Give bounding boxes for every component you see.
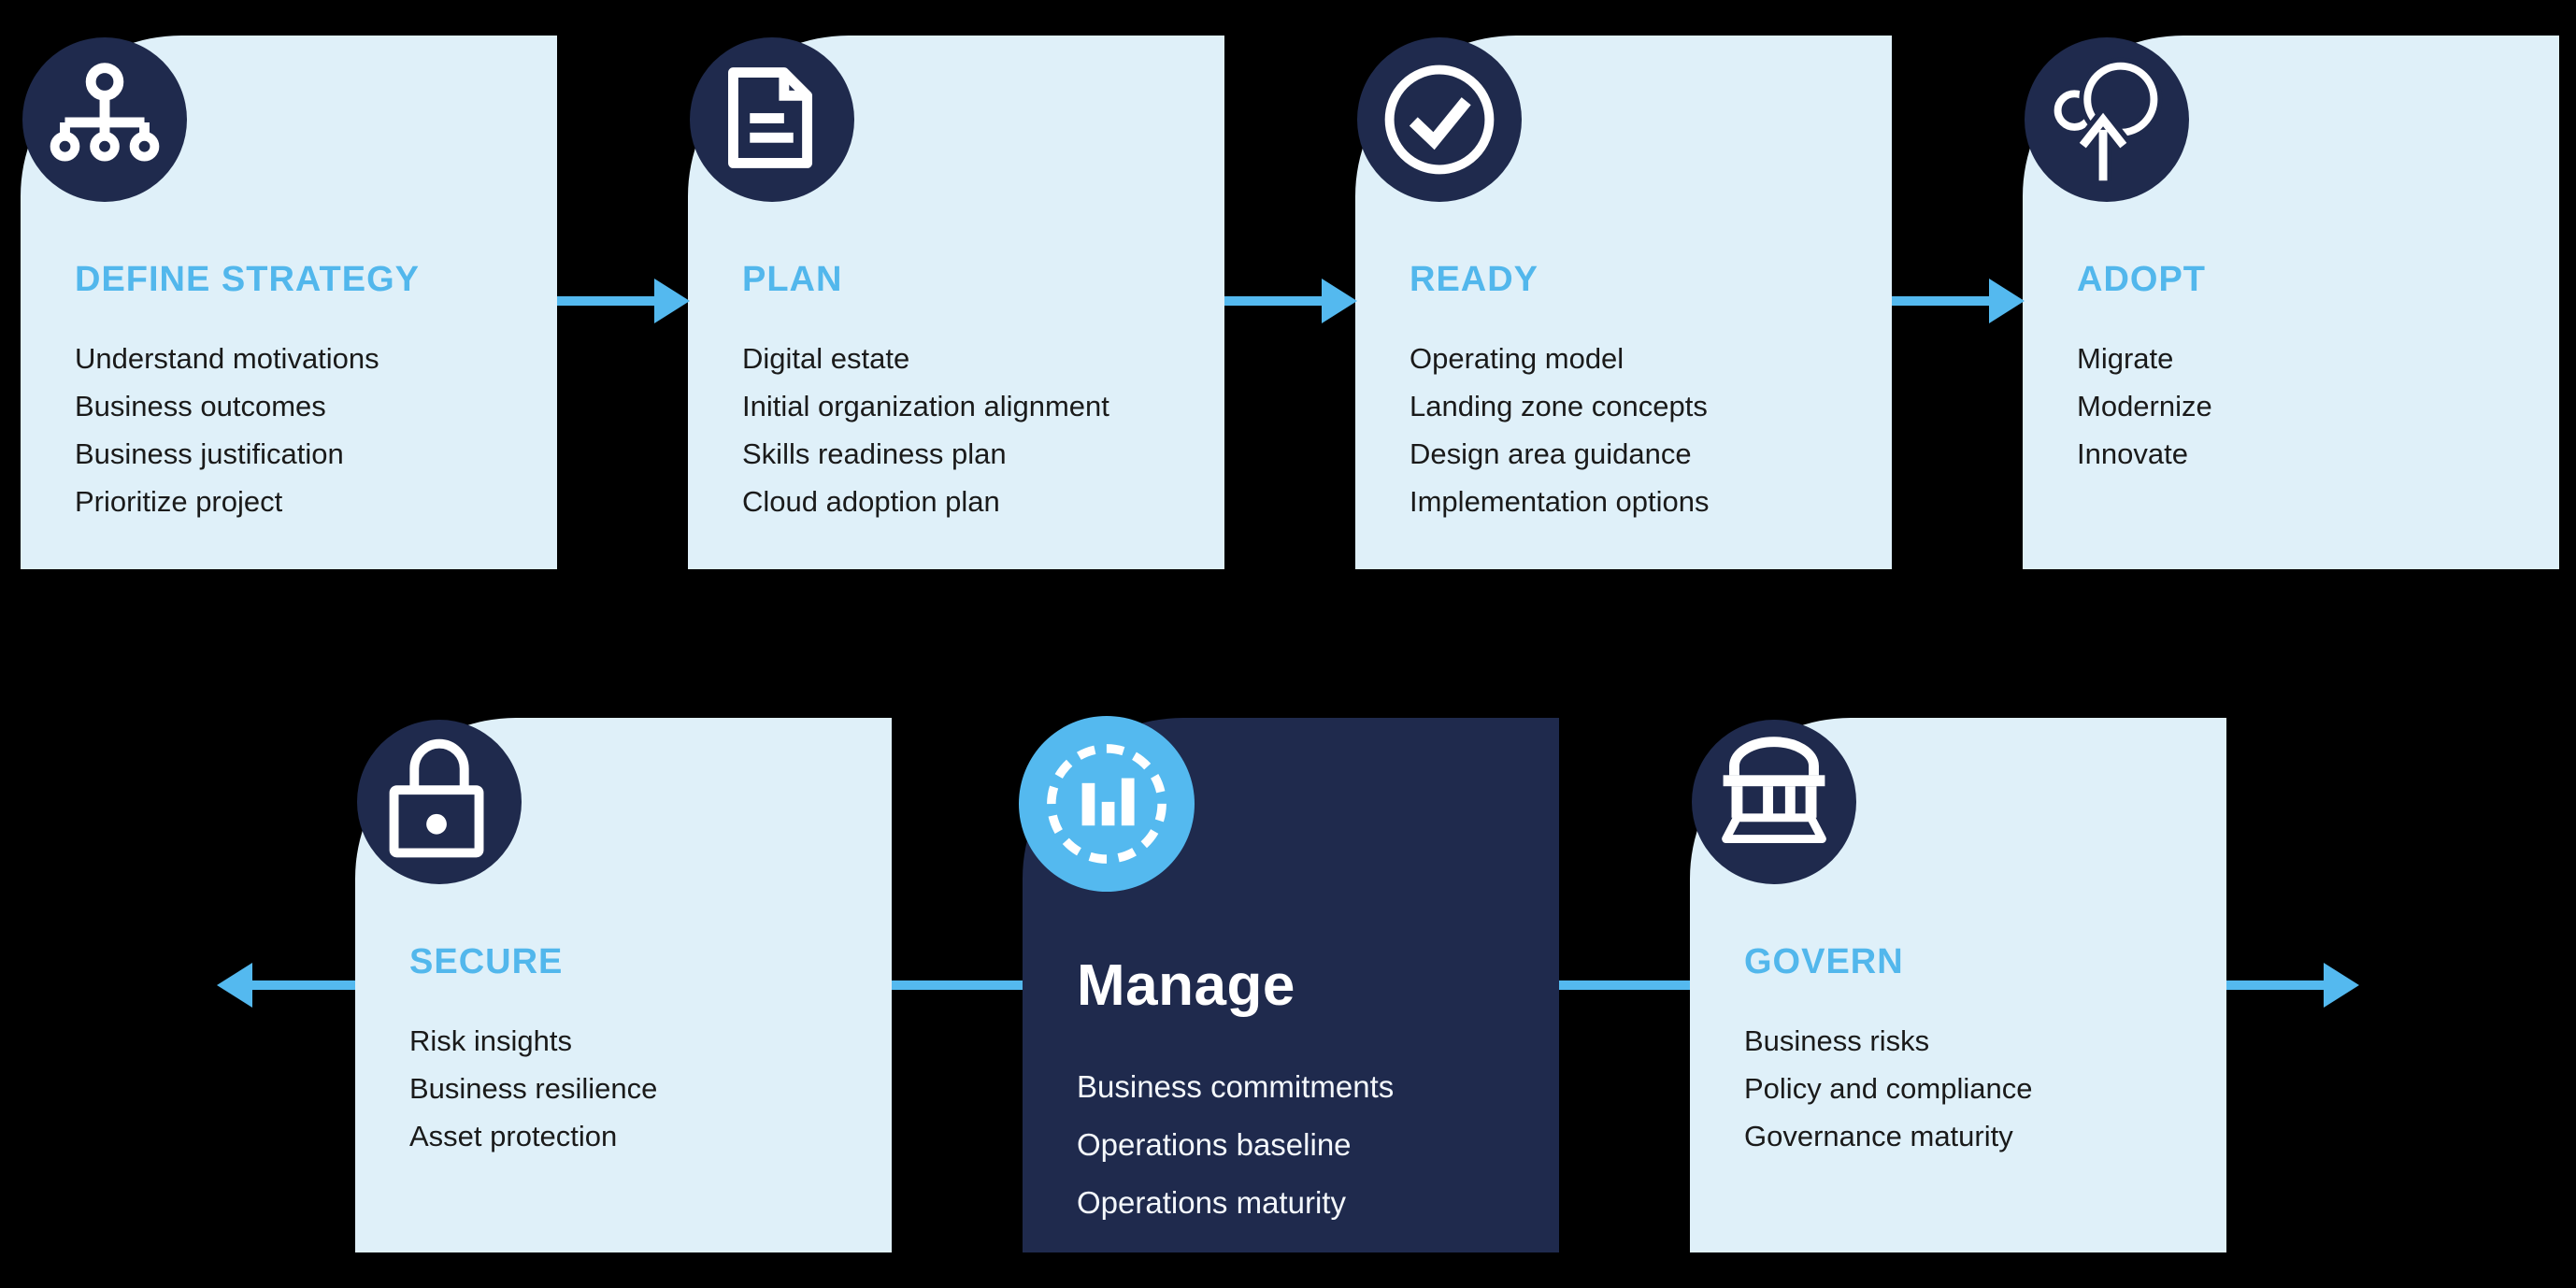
stage-item: Understand motivations [75,342,379,375]
stage-item-list: Digital estate Initial organization alig… [742,335,1109,525]
stage-item: Asset protection [409,1120,618,1152]
arrow-shaft [557,296,654,306]
stage-card-adopt: ADOPT Migrate Modernize Innovate [2023,36,2559,569]
stage-item: Initial organization alignment [742,390,1109,422]
stage-item-list: Business risks Policy and compliance Gov… [1744,1017,2032,1160]
stage-item: Business outcomes [75,390,326,422]
arrow-shaft [1892,296,1989,306]
stage-item-list: Understand motivations Business outcomes… [75,335,379,525]
flow-arrow-ready-to-adopt [1892,279,2025,323]
bank-icon [1692,720,1856,884]
stage-item: Operations maturity [1077,1185,1346,1220]
cloud-upload-icon [2025,37,2189,202]
stage-item: Design area guidance [1410,437,1692,470]
stage-title: GOVERN [1744,942,1904,981]
stage-title: PLAN [742,260,843,299]
stage-item: Policy and compliance [1744,1072,2033,1105]
flow-arrow-secure-out-left [217,963,355,1008]
stage-card-plan: PLAN Digital estate Initial organization… [688,36,1224,569]
stage-item: Landing zone concepts [1410,390,1708,422]
arrow-shaft [1224,296,1322,306]
stage-item-list: Operating model Landing zone concepts De… [1410,335,1710,525]
arrow-shaft [252,980,355,990]
stage-item: Governance maturity [1744,1120,2013,1152]
stage-card-govern: GOVERN Business risks Policy and complia… [1690,718,2226,1252]
stage-item: Prioritize project [75,485,283,518]
flow-connector-secure-manage [892,980,1023,990]
arrow-head-icon [2324,963,2359,1008]
stage-item: Business risks [1744,1024,1930,1057]
stage-item: Modernize [2077,390,2212,422]
flow-connector-manage-govern [1559,980,1690,990]
stage-title: Manage [1077,953,1295,1018]
stage-item: Business commitments [1077,1069,1395,1104]
stage-item: Cloud adoption plan [742,485,1000,518]
stage-title: READY [1410,260,1539,299]
arrow-shaft [2226,980,2324,990]
stage-item: Skills readiness plan [742,437,1007,470]
stage-item: Migrate [2077,342,2174,375]
stage-item: Innovate [2077,437,2188,470]
flow-arrow-define-to-plan [557,279,690,323]
stage-card-define-strategy: DEFINE STRATEGY Understand motivations B… [21,36,557,569]
stage-item: Business resilience [409,1072,658,1105]
stage-item: Business justification [75,437,344,470]
arrow-head-icon [217,963,252,1008]
bar-chart-icon [1019,716,1195,892]
stage-item-list: Risk insights Business resilience Asset … [409,1017,657,1160]
padlock-icon [357,720,522,884]
document-icon [690,37,854,202]
arrow-head-icon [654,279,690,323]
stage-card-manage: Manage Business commitments Operations b… [1019,716,1559,1252]
stage-title: DEFINE STRATEGY [75,260,420,299]
stage-card-secure: SECURE Risk insights Business resilience… [355,718,892,1252]
arrow-head-icon [1322,279,1357,323]
stage-item: Digital estate [742,342,910,375]
stage-card-ready: READY Operating model Landing zone conce… [1355,36,1892,569]
stage-item: Risk insights [409,1024,572,1057]
flow-arrow-plan-to-ready [1224,279,1357,323]
stage-item: Operations baseline [1077,1127,1352,1162]
stage-title: SECURE [409,942,564,981]
sitemap-icon [22,37,187,202]
stage-item: Operating model [1410,342,1624,375]
stage-title: ADOPT [2077,260,2206,299]
flow-arrow-govern-out-right [2226,963,2359,1008]
check-circle-icon [1357,37,1522,202]
stage-item-list: Business commitments Operations baseline… [1077,1058,1394,1232]
stage-item-list: Migrate Modernize Innovate [2077,335,2212,478]
stage-item: Implementation options [1410,485,1710,518]
arrow-head-icon [1989,279,2025,323]
